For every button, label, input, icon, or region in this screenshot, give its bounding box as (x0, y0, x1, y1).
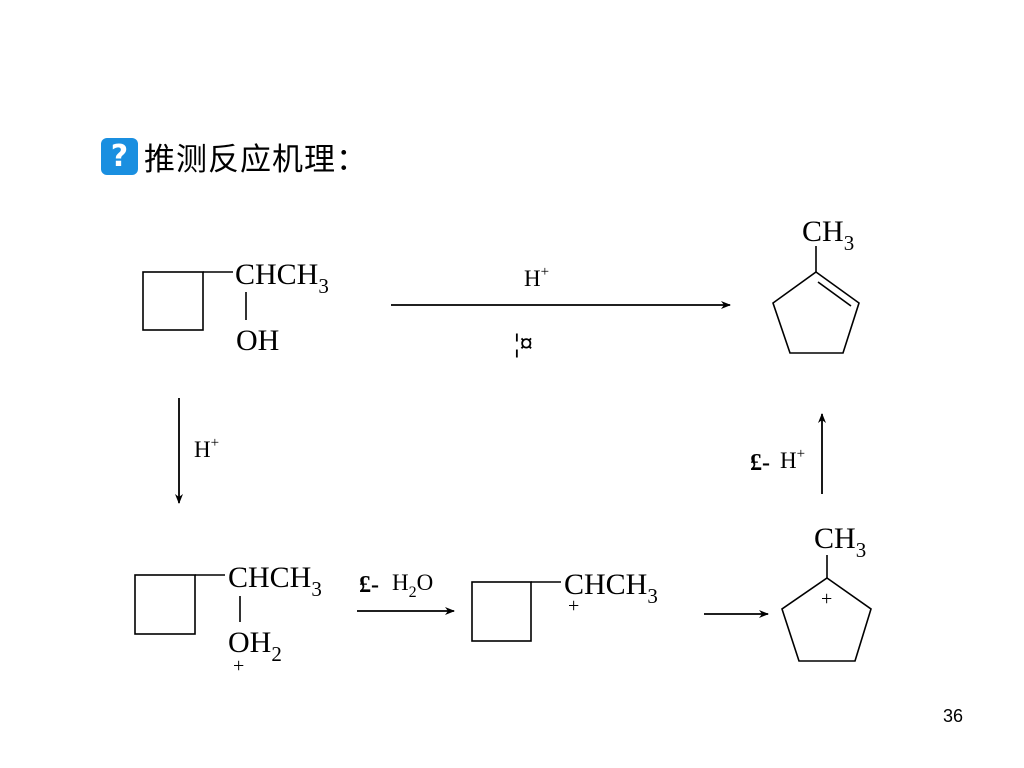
arrow-up-reagent: H+ (780, 446, 805, 473)
reactant-oh: OH (236, 324, 279, 357)
protonated-chain: CHCH3 (228, 561, 322, 601)
cyclopentyl-methyl: CH3 (814, 522, 866, 562)
cyclopentyl-charge: + (821, 588, 832, 610)
cyclobutane-ring (142, 271, 204, 331)
product-structure (772, 246, 860, 354)
oxonium-charge: + (233, 655, 244, 677)
cyclopentane-ring (781, 577, 872, 662)
cyclopentene-ring (772, 271, 860, 354)
arrow-water-prefix: £- (359, 572, 379, 598)
arrow-top-condition: ¦¤ (514, 329, 533, 358)
page-number: 36 (942, 706, 963, 726)
slide-heading: ? 推测反应机理： (101, 134, 368, 179)
reactant-structure (142, 271, 247, 331)
protonated-structure (134, 574, 241, 635)
carbocation-structure (471, 581, 561, 642)
arrow-water-reagent: H2O (392, 570, 433, 601)
reactant-chain: CHCH3 (235, 258, 329, 298)
cyclopentyl-cation-structure (781, 555, 872, 662)
double-bond-inner (817, 281, 852, 307)
heading-text: 推测反应机理： (144, 142, 368, 178)
cyclobutane-ring (471, 581, 532, 642)
arrow-down-reagent: H+ (194, 435, 219, 462)
cyclobutane-ring (134, 574, 196, 635)
question-icon[interactable]: ? (101, 138, 138, 175)
carbocation-chain: CHCH3 (564, 568, 658, 608)
arrow-up-prefix: £- (750, 450, 770, 476)
protonated-oh2: OH2 (228, 626, 282, 666)
carbocation-charge: + (568, 595, 579, 617)
product-methyl: CH3 (802, 215, 854, 255)
arrow-top-reagent: H+ (524, 264, 549, 291)
